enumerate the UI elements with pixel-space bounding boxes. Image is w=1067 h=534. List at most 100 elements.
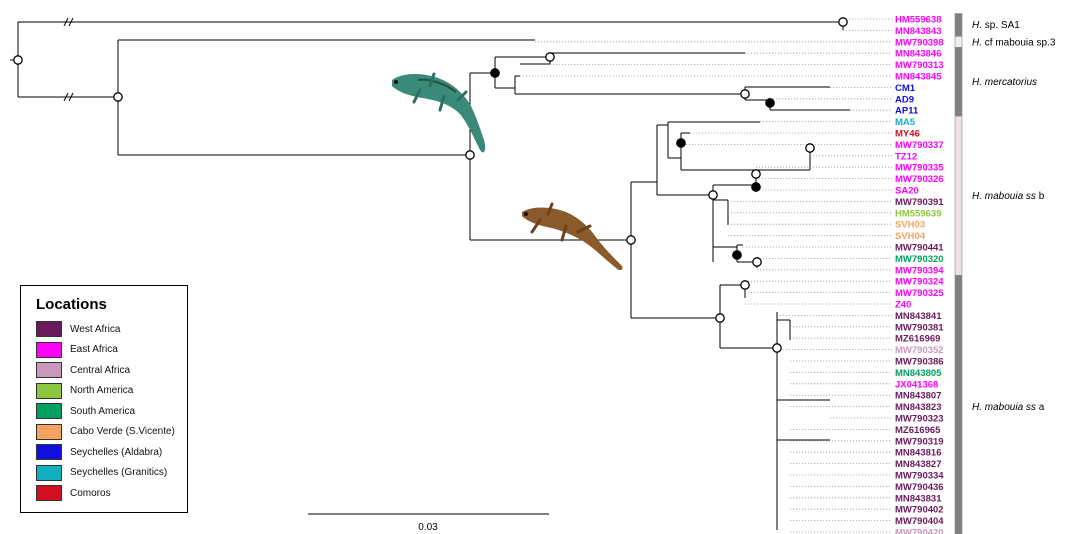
- legend-label: East Africa: [70, 344, 118, 356]
- legend-item: East Africa: [36, 340, 187, 361]
- support-node-open: [545, 52, 555, 62]
- tip-label: TZ12: [895, 151, 917, 162]
- legend-swatch: [36, 444, 62, 461]
- tip-label: MN843805: [895, 368, 942, 379]
- legend-swatch: [36, 321, 62, 338]
- tip-label: MN843831: [895, 493, 942, 504]
- legend-item: Seychelles (Granitics): [36, 463, 187, 484]
- tip-label: MW790420: [895, 528, 944, 534]
- tip-label: MW790386: [895, 357, 944, 368]
- tip-label: AP11: [895, 106, 919, 117]
- legend-swatch: [36, 362, 62, 379]
- tip-label: JX041368: [895, 379, 938, 390]
- clade-bars: [954, 13, 963, 534]
- tip-label: MN843816: [895, 448, 941, 459]
- tip-label: MW790402: [895, 505, 944, 516]
- tip-label: MW790441: [895, 243, 944, 254]
- tip-label: MN843827: [895, 459, 941, 470]
- tip-label: SA20: [895, 186, 919, 197]
- tip-label: MN843807: [895, 391, 941, 402]
- clade-label: H. sp. SA1: [972, 20, 1020, 31]
- tree-branches: [10, 17, 850, 530]
- tip-label: MW790335: [895, 163, 944, 174]
- tip-label: MW790313: [895, 60, 944, 71]
- legend-item: Cabo Verde (S.Vicente): [36, 422, 187, 443]
- tip-label: Z40: [895, 300, 911, 311]
- scale-bar-label: 0.03: [418, 522, 438, 533]
- tip-label: MW790436: [895, 482, 944, 493]
- tip-label: MN843846: [895, 49, 941, 60]
- legend-item: North America: [36, 381, 187, 402]
- tip-label: MW790324: [895, 277, 944, 288]
- legend-item: West Africa: [36, 319, 187, 340]
- legend-label: Seychelles (Granitics): [70, 467, 168, 479]
- tip-label: MW790334: [895, 471, 944, 482]
- clade-bar: [954, 35, 963, 48]
- tip-label: MW790319: [895, 436, 944, 447]
- legend-label: Central Africa: [70, 364, 131, 376]
- axis-break: [68, 17, 74, 27]
- support-node-open: [13, 55, 23, 65]
- clade-bar: [954, 13, 963, 37]
- brown-gecko-illustration: [522, 202, 623, 271]
- clade-label: H. mercatorius: [972, 77, 1037, 88]
- clade-label: H. mabouia ss a: [972, 402, 1045, 413]
- clade-label: H. mabouia ss b: [972, 191, 1045, 202]
- tip-label: MZ616965: [895, 425, 941, 436]
- tip-label: MW790325: [895, 288, 944, 299]
- tip-label: MW790337: [895, 140, 944, 151]
- tip-label: MW790352: [895, 345, 944, 356]
- tip-label: SVH04: [895, 231, 926, 242]
- support-node-open: [708, 190, 718, 200]
- support-node-open: [752, 257, 762, 267]
- support-node-filled: [490, 68, 500, 78]
- legend-swatch: [36, 403, 62, 420]
- tip-label: MW790323: [895, 414, 944, 425]
- tip-labels: HM559638MN843843MW790398MN843846MW790313…: [895, 15, 944, 534]
- legend-label: Seychelles (Aldabra): [70, 446, 163, 458]
- tip-label: AD9: [895, 94, 914, 105]
- legend-label: West Africa: [70, 323, 121, 335]
- axis-break: [63, 17, 69, 27]
- legend-title: Locations: [36, 296, 107, 313]
- legend-swatch: [36, 341, 62, 358]
- legend-label: Comoros: [70, 487, 111, 499]
- tip-label: MW790394: [895, 265, 944, 276]
- legend-label: North America: [70, 385, 134, 397]
- legend-item: South America: [36, 401, 187, 422]
- legend-swatch: [36, 485, 62, 502]
- support-node-open: [740, 89, 750, 99]
- support-node-open: [772, 343, 782, 353]
- clade-bar: [954, 47, 963, 117]
- tip-label: MA5: [895, 117, 916, 128]
- tip-label: MZ616969: [895, 334, 940, 345]
- tip-label: SVH03: [895, 220, 925, 231]
- tip-label: MW790381: [895, 322, 944, 333]
- axis-break: [68, 92, 74, 102]
- support-node-open: [465, 150, 475, 160]
- legend-swatch: [36, 423, 62, 440]
- tip-label: HM559639: [895, 208, 941, 219]
- legend-label: South America: [70, 405, 136, 417]
- tip-label: MY46: [895, 129, 920, 140]
- support-node-open: [838, 17, 848, 27]
- support-node-open: [113, 92, 123, 102]
- legend-label: Cabo Verde (S.Vicente): [70, 426, 175, 438]
- support-node-filled: [732, 250, 742, 260]
- legend-swatch: [36, 382, 62, 399]
- tip-label: CM1: [895, 83, 916, 94]
- tip-label: MN843823: [895, 402, 941, 413]
- axis-break: [63, 92, 69, 102]
- clade-label: H. cf mabouia sp.3: [972, 37, 1056, 48]
- legend-item: Central Africa: [36, 360, 187, 381]
- tip-label: MW790398: [895, 37, 944, 48]
- tip-label: MW790320: [895, 254, 944, 265]
- tip-label: MN843845: [895, 72, 942, 83]
- tip-label: MN843841: [895, 311, 942, 322]
- green-gecko-illustration: [392, 72, 486, 153]
- support-node-open: [715, 313, 725, 323]
- support-node-open: [626, 235, 636, 245]
- support-node-filled: [765, 98, 775, 108]
